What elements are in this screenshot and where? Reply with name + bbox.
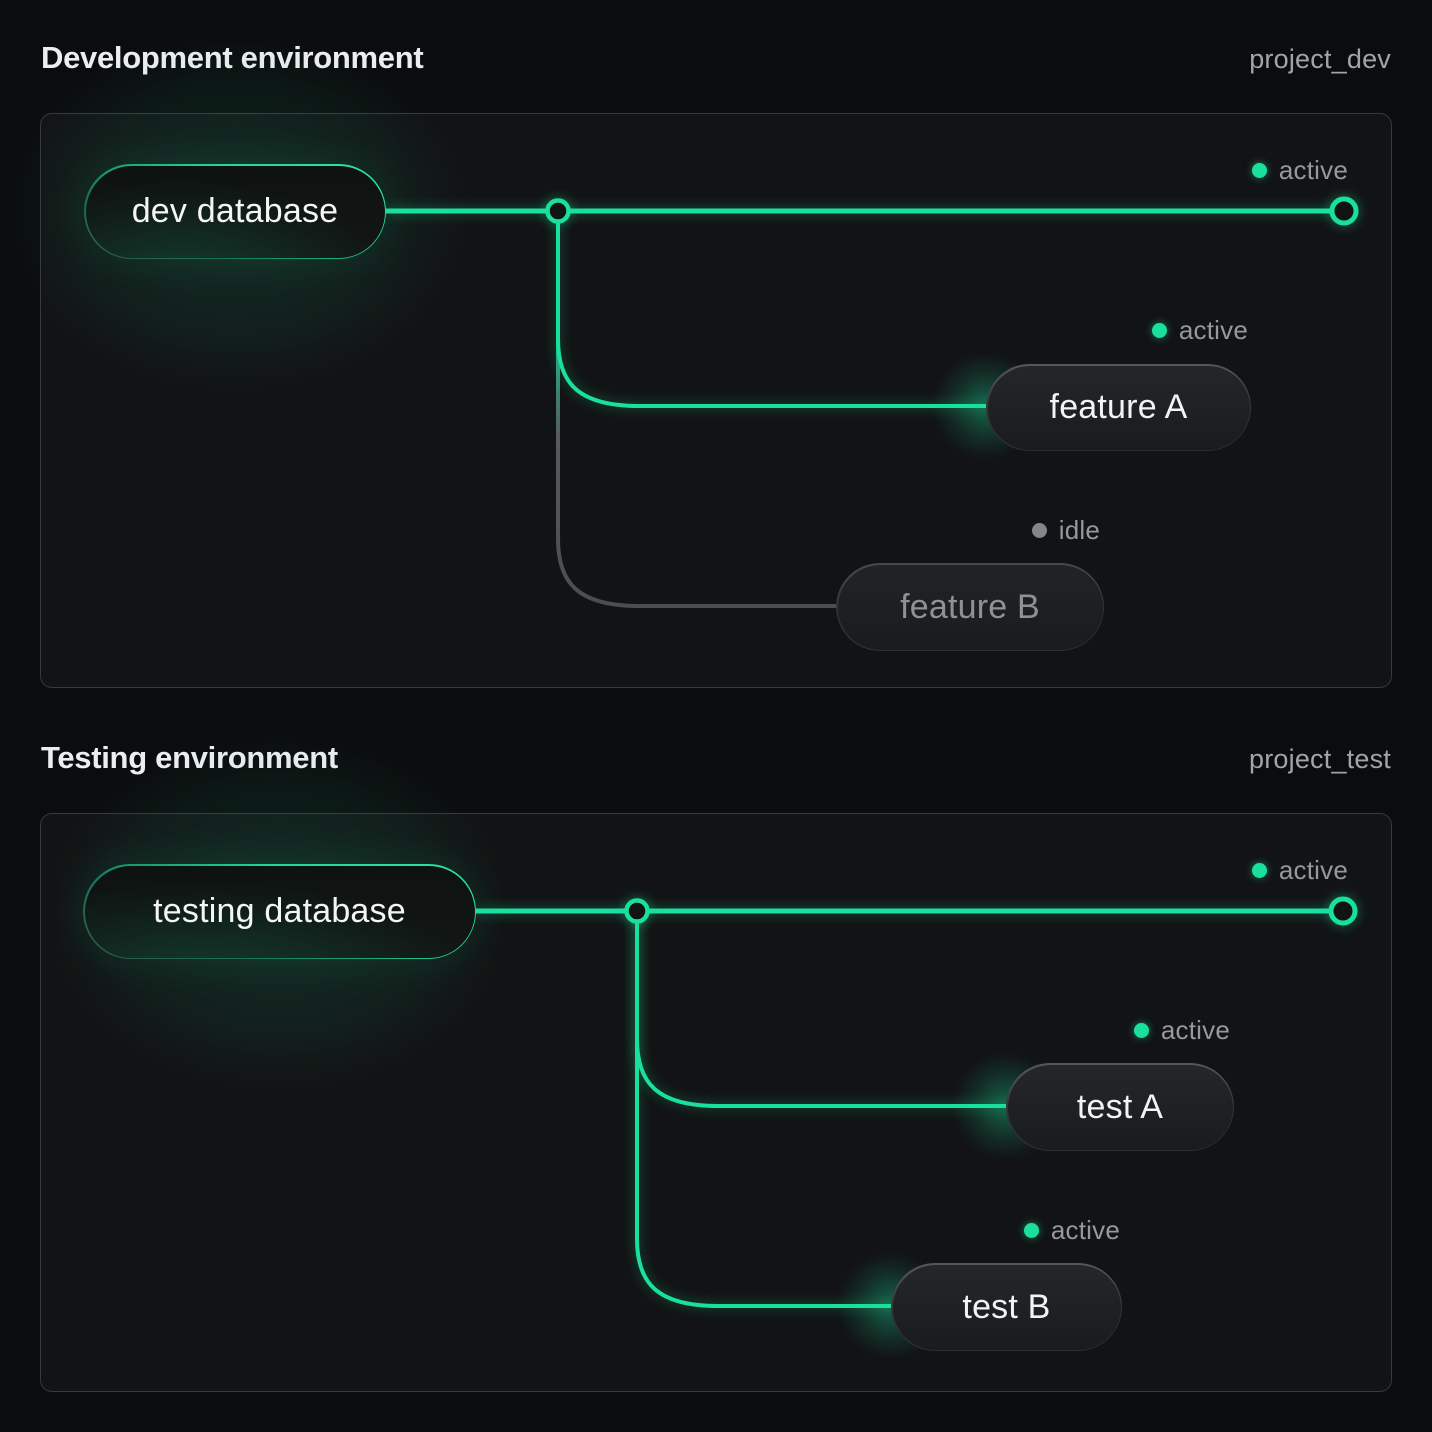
- test-a-label: test A: [1007, 1064, 1233, 1150]
- status-dot-active-icon: [1133, 1022, 1149, 1038]
- status-dot-active-icon: [1251, 162, 1267, 178]
- dev-branch-lines: [386, 196, 1359, 608]
- dev-branch-line-feature-a: [556, 211, 986, 408]
- status-label: active: [1278, 155, 1348, 185]
- test-main-branch-endpoint-node: [1328, 896, 1358, 926]
- dev-feature-b-status: idle: [1031, 515, 1100, 545]
- status-label: idle: [1058, 515, 1100, 545]
- test-b-label: test B: [892, 1264, 1121, 1350]
- branch-node-dev-database[interactable]: dev database: [84, 164, 386, 259]
- test-branch-lines: [476, 896, 1358, 1308]
- dev-database-label: dev database: [85, 165, 385, 258]
- dev-branch-line-feature-b: [556, 211, 836, 608]
- feature-a-label: feature A: [987, 365, 1250, 450]
- test-project-label: project_test: [1249, 744, 1391, 774]
- status-dot-idle-icon: [1031, 522, 1047, 538]
- dev-env-panel: dev database active active feature A idl…: [0, 0, 1392, 688]
- test-env-header: Testing environment project_test: [41, 740, 1391, 776]
- status-label: active: [1160, 1015, 1230, 1045]
- feature-b-label: feature B: [837, 564, 1103, 650]
- dev-main-branch-status: active: [1251, 155, 1348, 185]
- test-b-status: active: [1023, 1215, 1120, 1245]
- status-dot-active-icon: [1023, 1222, 1039, 1238]
- branch-node-feature-a[interactable]: feature A: [986, 364, 1251, 451]
- dev-env-header: Development environment project_dev: [41, 40, 1391, 76]
- testing-database-label: testing database: [84, 865, 475, 958]
- dev-env-title: Development environment: [41, 40, 424, 75]
- status-label: active: [1278, 855, 1348, 885]
- status-dot-active-icon: [1151, 322, 1167, 338]
- test-branch-junction-node: [624, 898, 650, 924]
- branch-node-test-a[interactable]: test A: [1006, 1063, 1234, 1151]
- test-branch-line-test-b: [635, 911, 891, 1308]
- branch-node-testing-database[interactable]: testing database: [83, 864, 476, 959]
- status-label: active: [1178, 315, 1248, 345]
- test-a-status: active: [1133, 1015, 1230, 1045]
- dev-main-branch-endpoint-node: [1329, 196, 1359, 226]
- branch-node-feature-b[interactable]: feature B: [836, 563, 1104, 651]
- dev-feature-a-status: active: [1151, 315, 1248, 345]
- test-env-title: Testing environment: [41, 740, 338, 775]
- test-env-panel: testing database active active test A ac…: [0, 671, 1392, 1392]
- status-dot-active-icon: [1251, 862, 1267, 878]
- status-label: active: [1050, 1215, 1120, 1245]
- branch-node-test-b[interactable]: test B: [891, 1263, 1122, 1351]
- dev-branch-junction-node: [545, 198, 571, 224]
- dev-project-label: project_dev: [1249, 44, 1391, 74]
- test-main-branch-status: active: [1251, 855, 1348, 885]
- test-branch-line-test-a: [635, 911, 1006, 1108]
